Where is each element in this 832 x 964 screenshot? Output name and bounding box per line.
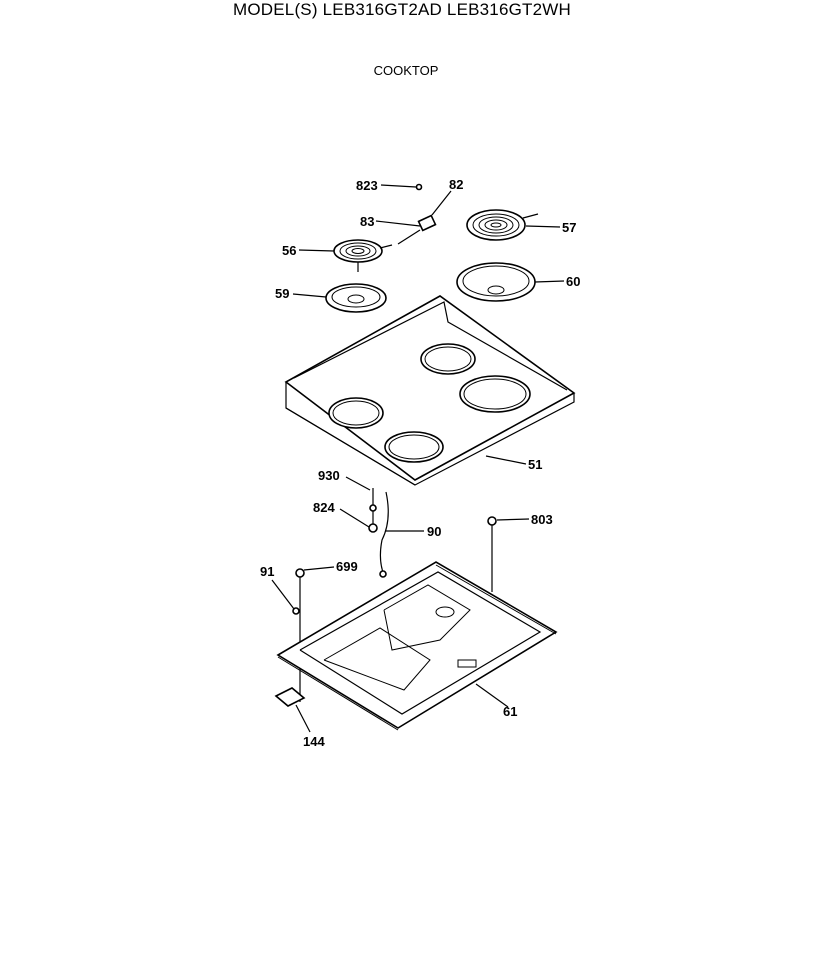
callout-930: 930 (318, 468, 340, 483)
page-title: MODEL(S) LEB316GT2AD LEB316GT2WH (0, 0, 832, 20)
large-drip-pan-60[interactable] (456, 262, 536, 302)
callout-144: 144 (303, 734, 325, 749)
callout-91: 91 (260, 564, 274, 579)
screw-699[interactable] (292, 568, 305, 702)
callout-60: 60 (566, 274, 580, 289)
callout-83: 83 (360, 214, 374, 229)
hinge-hardware[interactable] (368, 488, 389, 578)
callout-61: 61 (503, 704, 517, 719)
callout-803: 803 (531, 512, 553, 527)
callout-90: 90 (427, 524, 441, 539)
screw-803[interactable] (487, 516, 497, 592)
callout-82: 82 (449, 177, 463, 192)
cooktop-bottom-61[interactable] (276, 561, 558, 731)
large-surface-unit-57[interactable] (466, 209, 539, 241)
section-title: COOKTOP (373, 63, 439, 78)
callout-824: 824 (313, 500, 335, 515)
callout-57: 57 (562, 220, 576, 235)
small-drip-pan-59[interactable] (325, 283, 387, 313)
cooktop-51[interactable] (284, 295, 576, 486)
callout-59: 59 (275, 286, 289, 301)
callout-699: 699 (336, 559, 358, 574)
callout-51: 51 (528, 457, 542, 472)
callout-56: 56 (282, 243, 296, 258)
small-surface-unit-56[interactable] (333, 239, 393, 272)
callout-leaders (271, 184, 565, 733)
receptacle-82[interactable] (397, 183, 437, 245)
callout-823: 823 (356, 178, 378, 193)
bracket-144[interactable] (274, 687, 306, 707)
model-title: MODEL(S) LEB316GT2AD LEB316GT2WH (232, 0, 572, 19)
